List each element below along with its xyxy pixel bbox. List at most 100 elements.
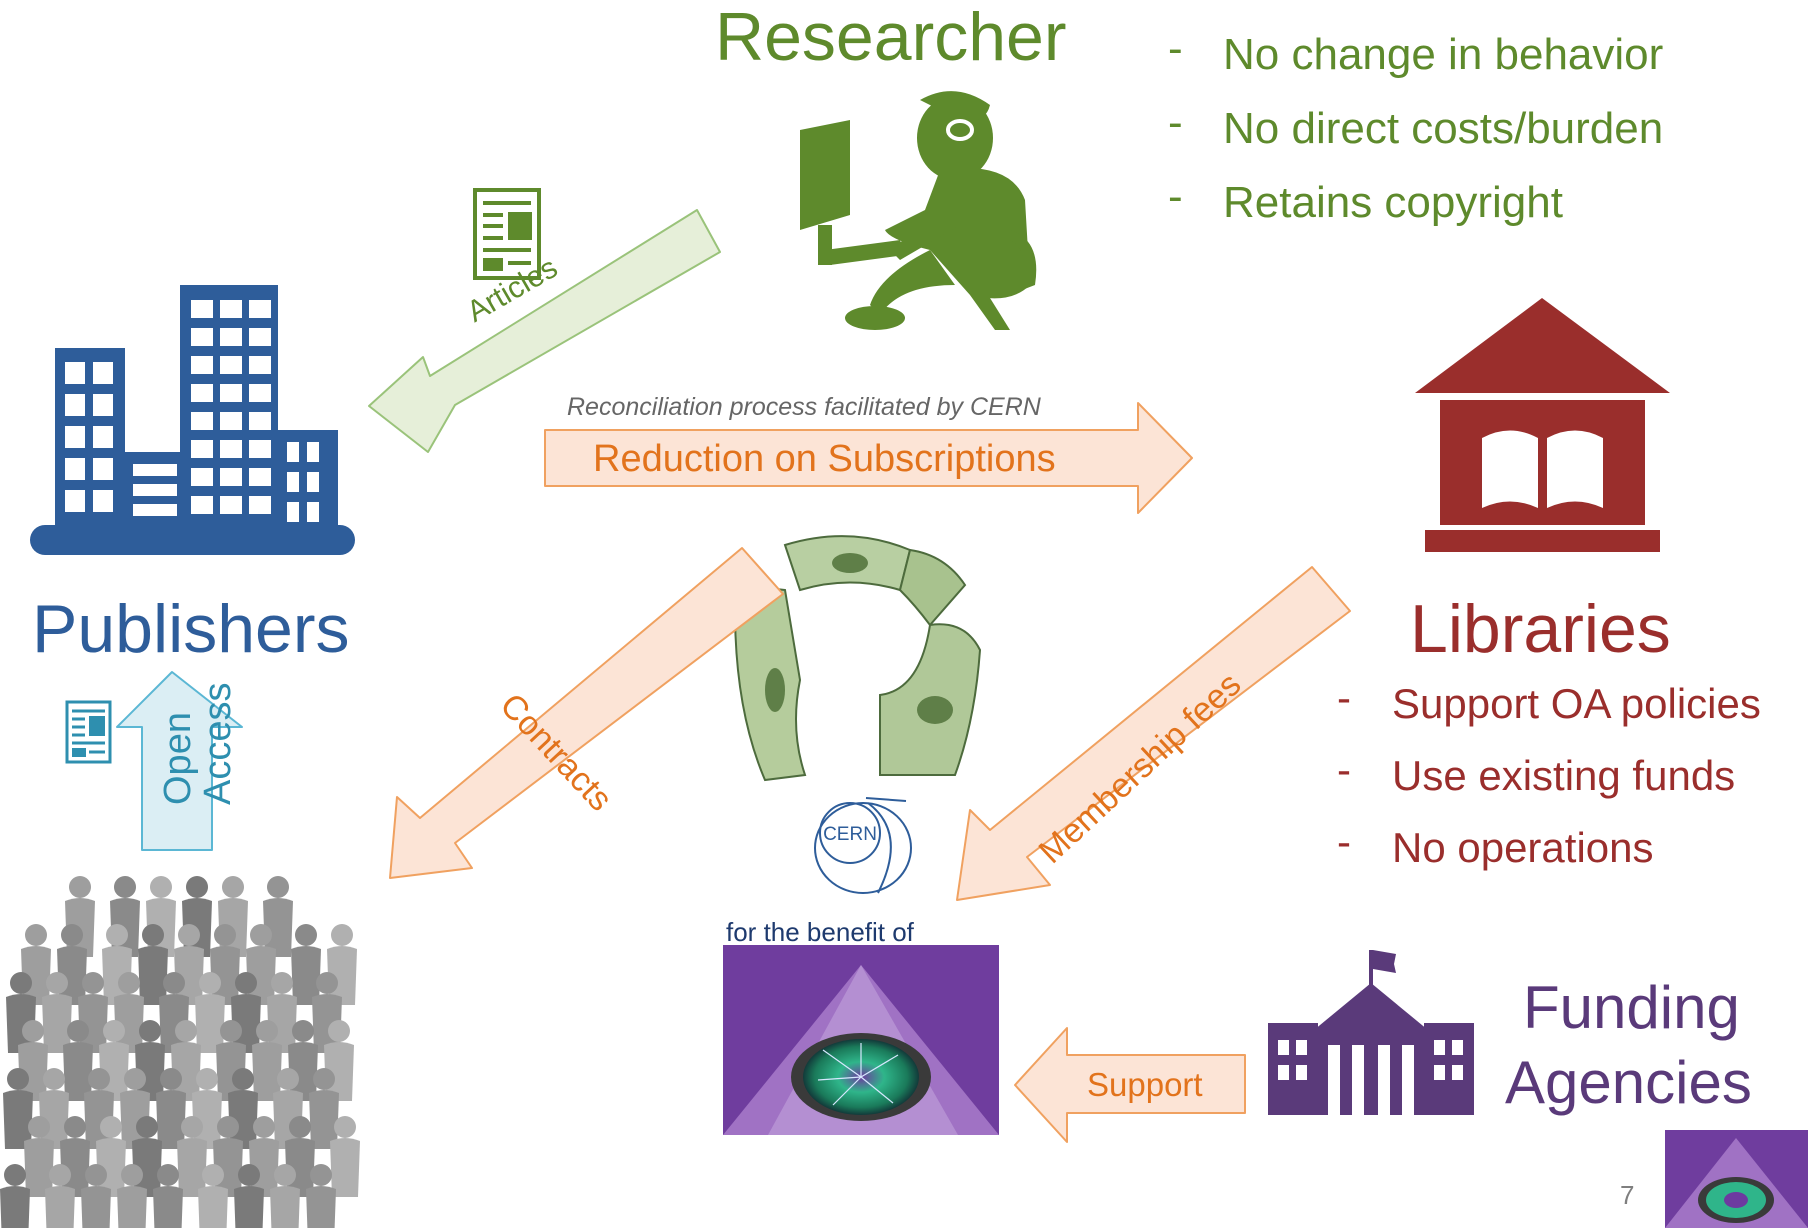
person-head (256, 1020, 278, 1042)
open-access-arrow-label: Open Access (157, 682, 239, 805)
person-head (124, 1068, 146, 1090)
researcher-benefits-list: -No change in behavior -No direct costs/… (1168, 24, 1664, 252)
person-head (328, 1020, 350, 1042)
person-head (316, 972, 338, 994)
reconciliation-note: Reconciliation process facilitated by CE… (567, 393, 1041, 421)
person-head (175, 1020, 197, 1042)
libraries-benefits-list: -Support OA policies -Use existing funds… (1337, 674, 1761, 896)
person-head (49, 1164, 71, 1186)
person-head (28, 1116, 50, 1138)
cern-logo-text: CERN (823, 824, 877, 845)
person-body (177, 1138, 207, 1197)
person-body (198, 1186, 228, 1228)
articles-document-icon (473, 188, 541, 280)
list-item: -No operations (1337, 818, 1654, 871)
person-body (0, 1186, 30, 1228)
person-head (118, 972, 140, 994)
person-body (24, 1138, 54, 1197)
person-head (150, 876, 172, 898)
person-head (217, 1116, 239, 1138)
person-body (252, 1042, 282, 1101)
libraries-title: Libraries (1410, 591, 1671, 667)
person-body (42, 994, 72, 1053)
person-head (202, 1164, 224, 1186)
reduction-arrow-label: Reduction on Subscriptions (593, 438, 1056, 480)
person-head (232, 1068, 254, 1090)
money-recycle-icon (733, 535, 982, 782)
person-body (63, 1042, 93, 1101)
list-item: -Support OA policies (1337, 674, 1761, 727)
researcher-at-computer-icon (800, 91, 1037, 330)
person-head (222, 876, 244, 898)
person-head (4, 1164, 26, 1186)
person-head (277, 1068, 299, 1090)
person-head (10, 972, 32, 994)
person-head (85, 1164, 107, 1186)
person-head (121, 1164, 143, 1186)
person-head (139, 1020, 161, 1042)
person-head (181, 1116, 203, 1138)
person-head (163, 972, 185, 994)
person-body (306, 1186, 336, 1228)
person-head (289, 1116, 311, 1138)
person-head (220, 1020, 242, 1042)
person-body (81, 1186, 111, 1228)
person-head (43, 1068, 65, 1090)
person-head (250, 924, 272, 946)
person-head (196, 1068, 218, 1090)
government-building-icon (1268, 950, 1474, 1115)
person-head (25, 924, 47, 946)
person-body (3, 1090, 33, 1149)
open-access-line1: Open (157, 712, 199, 805)
person-head (61, 924, 83, 946)
person-head (100, 1116, 122, 1138)
publisher-buildings-icon (30, 285, 355, 555)
person-head (331, 924, 353, 946)
person-head (82, 972, 104, 994)
person-head (22, 1020, 44, 1042)
person-head (106, 924, 128, 946)
person-head (274, 1164, 296, 1186)
open-access-line2: Access (197, 682, 239, 805)
person-body (138, 946, 168, 1005)
person-head (67, 1020, 89, 1042)
person-body (309, 1090, 339, 1149)
person-body (291, 946, 321, 1005)
person-head (157, 1164, 179, 1186)
person-head (160, 1068, 182, 1090)
list-item: -Use existing funds (1337, 746, 1736, 799)
person-head (295, 924, 317, 946)
open-access-document-icon (65, 700, 112, 764)
person-head (69, 876, 91, 898)
page-number: 7 (1620, 1180, 1635, 1210)
benefit-caption: for the benefit of (726, 917, 914, 947)
scoap3-corner-logo (1665, 1130, 1808, 1228)
publishers-title: Publishers (32, 591, 350, 667)
person-body (270, 1186, 300, 1228)
funding-title-line2: Agencies (1505, 1049, 1752, 1116)
person-head (64, 1116, 86, 1138)
person-head (136, 1116, 158, 1138)
person-head (46, 972, 68, 994)
person-head (199, 972, 221, 994)
person-body (330, 1138, 360, 1197)
person-head (238, 1164, 260, 1186)
person-head (114, 876, 136, 898)
person-head (267, 876, 289, 898)
person-body (234, 1186, 264, 1228)
person-body (153, 1186, 183, 1228)
person-head (292, 1020, 314, 1042)
person-head (7, 1068, 29, 1090)
person-head (253, 1116, 275, 1138)
list-item: -No direct costs/burden (1168, 98, 1664, 153)
person-head (142, 924, 164, 946)
library-building-icon (1415, 298, 1670, 552)
person-body (117, 1186, 147, 1228)
support-arrow-label: Support (1087, 1066, 1203, 1103)
list-item: -No change in behavior (1168, 24, 1664, 79)
person-body (263, 898, 293, 957)
people-crowd-icon (0, 876, 360, 1228)
